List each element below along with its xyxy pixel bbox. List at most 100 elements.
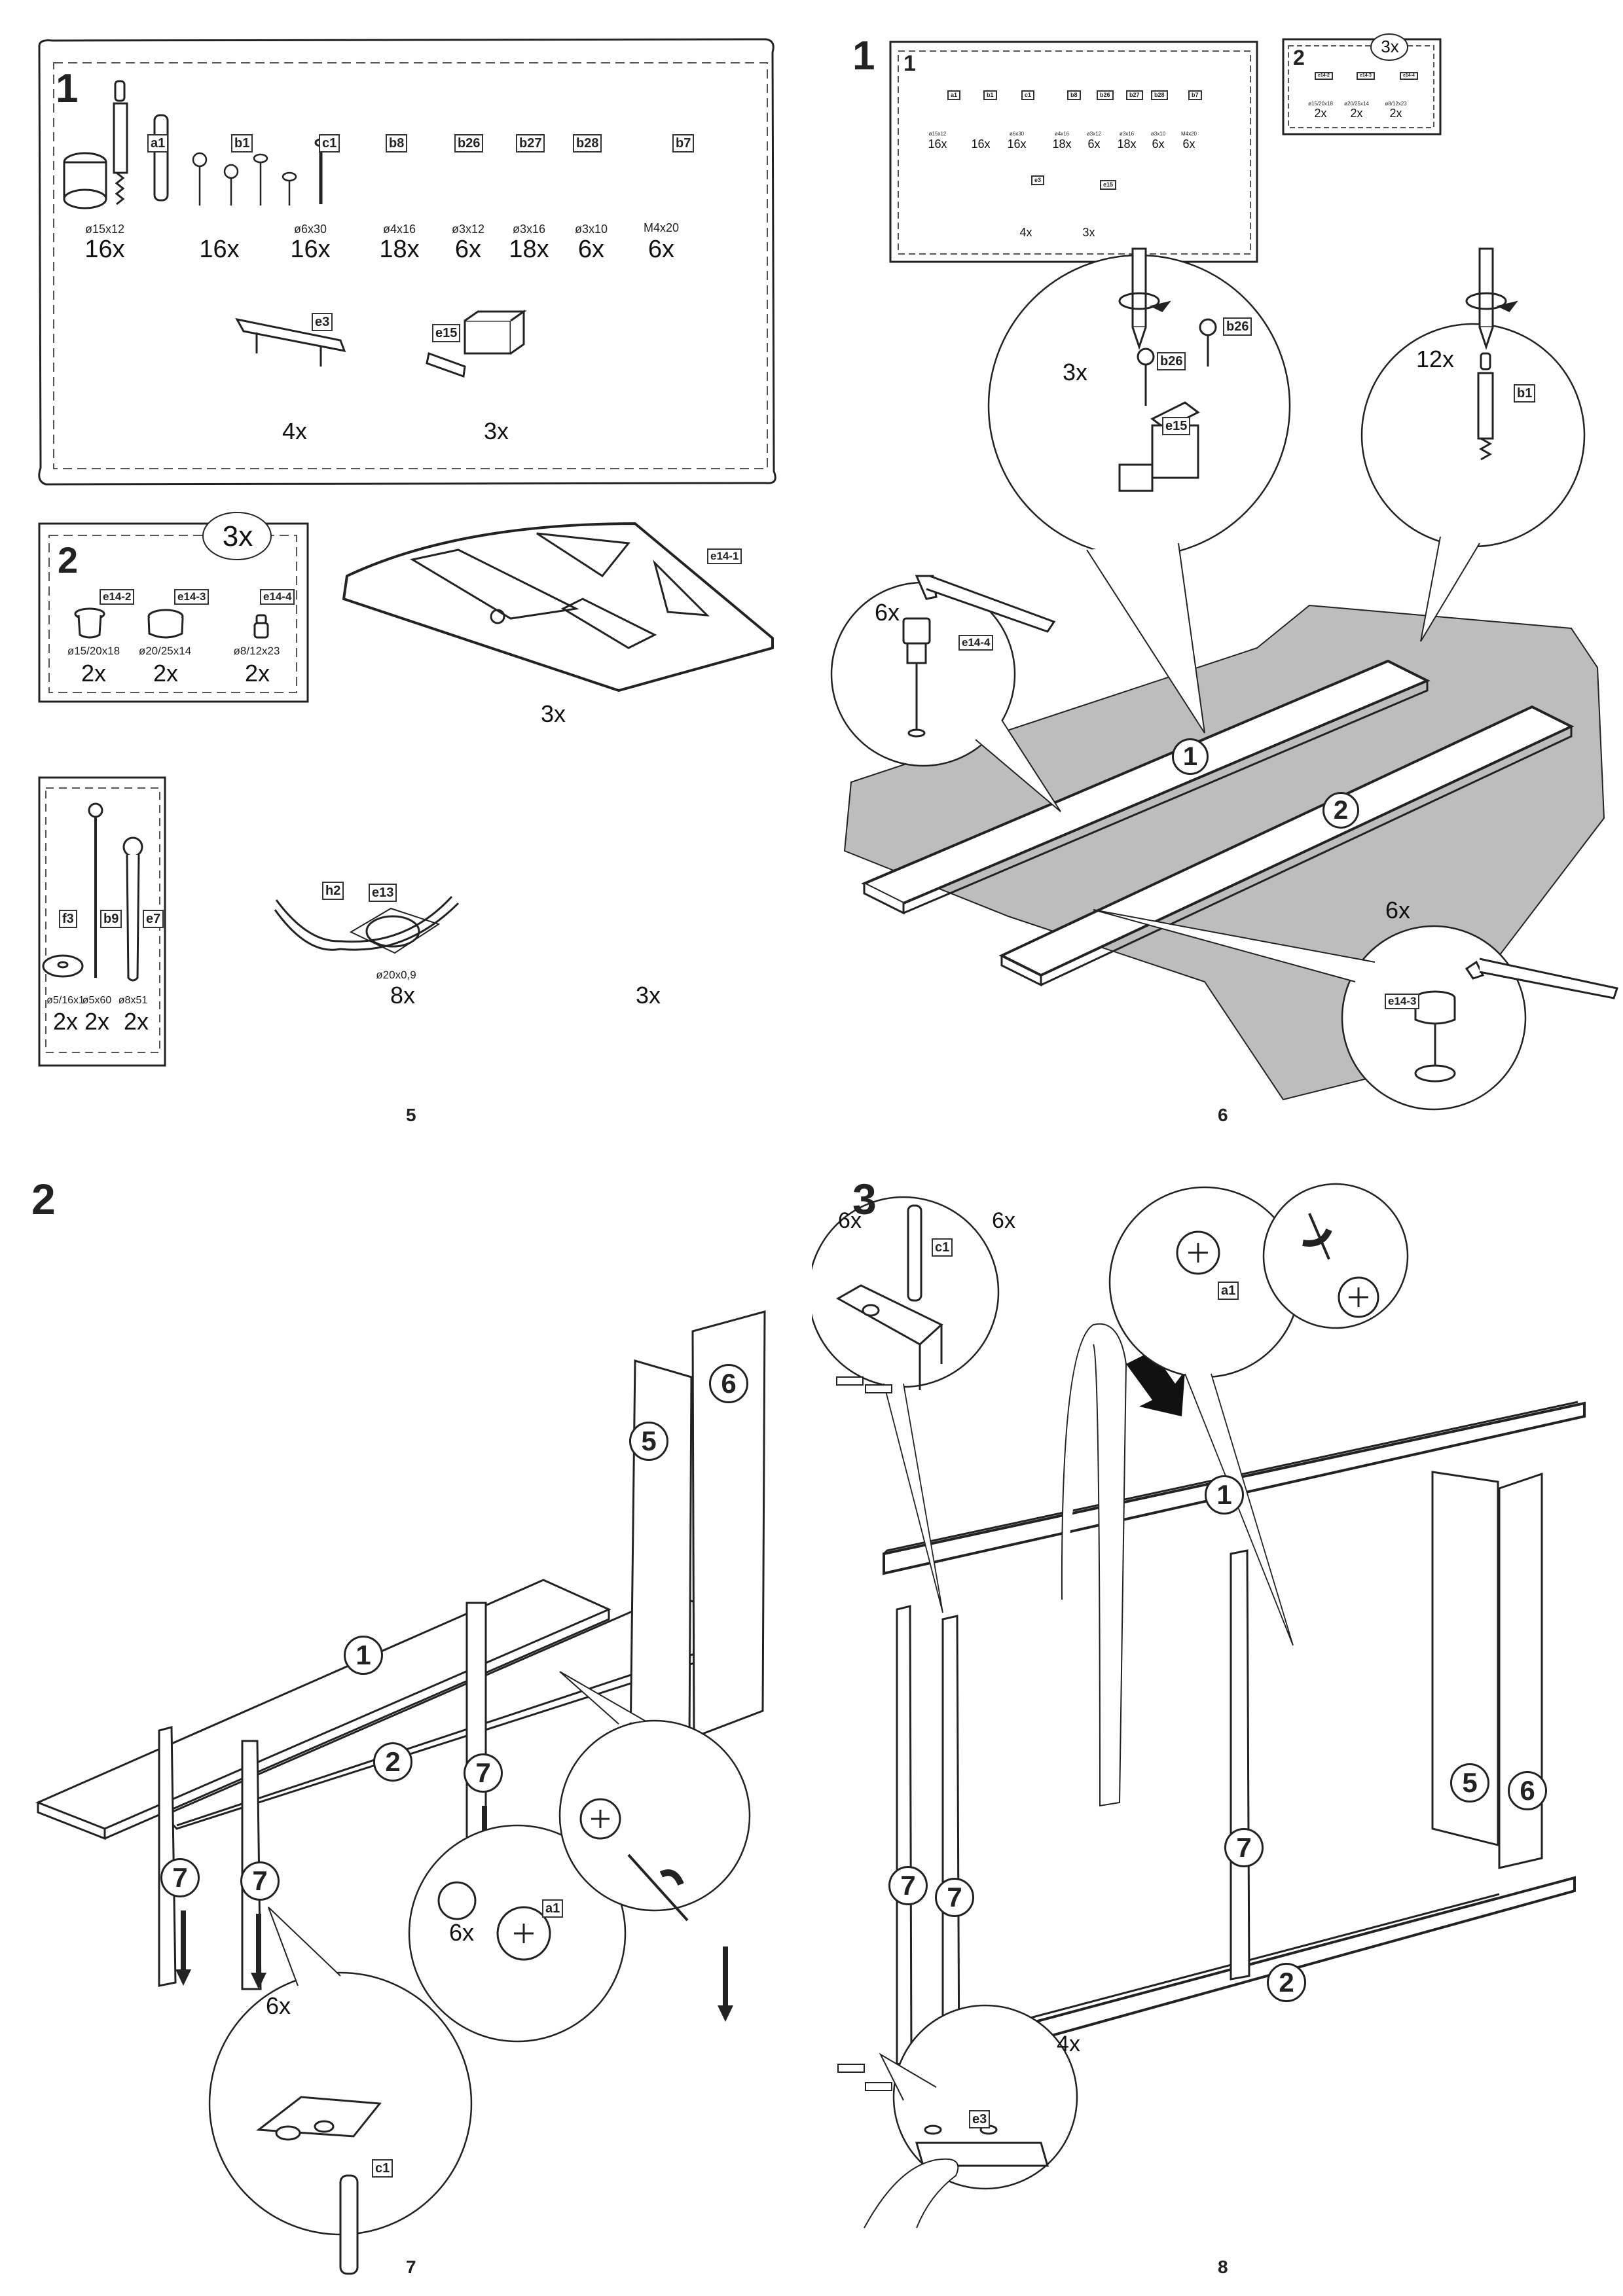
part-dim-b7: M4x20: [643, 221, 680, 234]
panel-label-7-b: 7: [240, 1861, 280, 1901]
part-b8-screw-icon: [192, 152, 208, 206]
part-c1-dowel-icon: [153, 114, 169, 202]
screwdriver-icon: [1118, 247, 1171, 350]
inv-qty-b27: 18x: [1117, 137, 1137, 151]
part-tag-b28: b28: [573, 134, 602, 152]
part-dim-e14-3: ø20/25x14: [138, 645, 192, 657]
panel-label-1: 1: [1205, 1475, 1244, 1515]
part-tag-e14-3: e14-3: [174, 589, 210, 605]
part-qty-e14-2: 2x: [81, 660, 107, 687]
bag-1-number: 1: [56, 66, 79, 111]
callout-count-6x-b: 6x: [1385, 897, 1411, 924]
inv-dim-b7: M4x20: [1180, 131, 1197, 137]
inv-qty-b7: 6x: [1182, 137, 1195, 151]
page-5-drawings: [38, 38, 776, 1067]
callout-tag-a1: a1: [1218, 1282, 1239, 1300]
part-tag-b9: b9: [100, 910, 122, 928]
inv-dim-e14-4: ø8/12x23: [1385, 101, 1407, 107]
part-dim-b26: ø3x12: [451, 223, 485, 236]
part-tag-e13: e13: [369, 884, 397, 902]
callout-tag-b1: b1: [1514, 384, 1536, 403]
part-b26-screw-icon: [223, 164, 239, 206]
inv-dim-b26: ø3x12: [1086, 131, 1102, 137]
inv-dim-b8: ø4x16: [1054, 131, 1070, 137]
callout-count-4x: 4x: [1057, 2032, 1080, 2056]
part-qty-f3: 2x: [52, 1008, 79, 1035]
page-6-drawings: [830, 33, 1618, 1111]
page-number-7: 7: [406, 2257, 416, 2277]
part-qty-e14-4: 2x: [244, 660, 270, 687]
part-dim-e14-4: ø8/12x23: [233, 645, 280, 657]
part-e3-handle-icon: [235, 317, 346, 367]
part-b28-screw-icon: [282, 171, 297, 206]
bag-2-multiplier-oval: [202, 512, 272, 560]
a1-rotate-cam-icon: [1302, 1213, 1379, 1318]
part-tag-a1: a1: [147, 134, 169, 152]
bag-1-seal: [53, 62, 768, 469]
inv-tag-e14-2: e14-2: [1315, 72, 1333, 81]
flip-arrow-head-icon: [1126, 1351, 1185, 1416]
page-7: 2 1 2 5 6 7 7 7 6x c1 6x a1 7: [0, 1148, 812, 2296]
down-arrow-icon-5: [718, 1946, 733, 2022]
e14-4-insert-icon: [902, 617, 931, 738]
part-f3-washer-icon: [42, 954, 84, 978]
part-qty-e3: 4x: [282, 418, 308, 444]
part-dim-e7: ø8x51: [118, 995, 148, 1006]
a1-cam-lock-icon: [1176, 1230, 1220, 1275]
inv-tag-a1: a1: [947, 90, 961, 100]
part-e13-felt-pad-icon: [349, 907, 441, 954]
upright-7-a: [158, 1726, 177, 1987]
callout-count-6x-c1: 6x: [265, 1992, 291, 2019]
c1-dowel-icon: [907, 1204, 922, 1302]
callout-tag-e14-4: e14-4: [958, 635, 994, 651]
flip-arrow-icon: [1061, 1323, 1127, 1807]
screwdriver-icon-2: [1465, 247, 1518, 350]
callout-tag-e15: e15: [1162, 417, 1191, 435]
page-8: 3 1 2 5 6 7 7 7 6x c1 6x a1 4x e3 8: [812, 1148, 1623, 2296]
upright-7-c: [1230, 1549, 1250, 1981]
callout-tag-c1: c1: [372, 2159, 393, 2178]
part-qty-b7: 6x: [647, 236, 675, 263]
part-tag-b27: b27: [516, 134, 545, 152]
part-qty-e15: 3x: [483, 418, 509, 444]
part-e14-3-icon: [147, 609, 184, 639]
part-tag-h2: h2: [322, 882, 344, 900]
inv-qty-b28: 6x: [1152, 137, 1165, 151]
callout-tag-c1: c1: [932, 1238, 953, 1257]
inv-qty-e3: 4x: [1019, 226, 1032, 239]
part-tag-b26: b26: [454, 134, 484, 152]
part-e15-magnet-catch-icon: [426, 310, 527, 378]
part-qty-b8: 18x: [379, 236, 420, 263]
part-tag-b7: b7: [672, 134, 695, 152]
part-qty-b28: 6x: [577, 236, 605, 263]
callout-tag-a1: a1: [542, 1899, 564, 1918]
inventory-bag-1-number: 1: [903, 51, 916, 76]
part-tag-b8: b8: [386, 134, 408, 152]
part-e14-1-corner-bracket-icon: [342, 522, 774, 692]
callout-b1-bolt-bubble: [1360, 323, 1586, 548]
down-arrow-icon: [175, 1910, 191, 1986]
bag-2-multiplier: 3x: [222, 520, 253, 552]
step-number-2: 2: [31, 1175, 56, 1223]
part-qty-e13: 8x: [390, 982, 416, 1009]
callout-count-6x-a: 6x: [874, 599, 900, 626]
inventory-bag-1-seal: [898, 50, 1251, 255]
hammer-icon-2: [1465, 958, 1618, 999]
callout-tag-b26: b26: [1157, 352, 1186, 370]
callout-tag-b26-2: b26: [1223, 317, 1252, 336]
part-qty-a1: 16x: [84, 236, 125, 263]
handle-e3-small-icon: [836, 1376, 892, 2091]
part-dim-e13: ø20x0,9: [376, 969, 416, 981]
part-dim-e14-2: ø15/20x18: [67, 645, 120, 657]
part-b9-long-screw-icon: [88, 802, 103, 978]
a1-rotate-cam-icon: [579, 1798, 689, 1922]
inv-qty-e14-2: 2x: [1314, 107, 1327, 120]
b1-cam-bolt-icon: [1477, 352, 1494, 461]
panel-label-2: 2: [1322, 792, 1359, 829]
inv-tag-b27: b27: [1126, 90, 1143, 100]
inv-tag-b26: b26: [1097, 90, 1114, 100]
callout-count-3x: 3x: [1062, 359, 1088, 386]
callout-count-6x-c1: 6x: [838, 1208, 862, 1233]
page-8-drawings: [812, 1183, 1586, 2229]
inventory-bag-2-seal: [1288, 45, 1434, 128]
